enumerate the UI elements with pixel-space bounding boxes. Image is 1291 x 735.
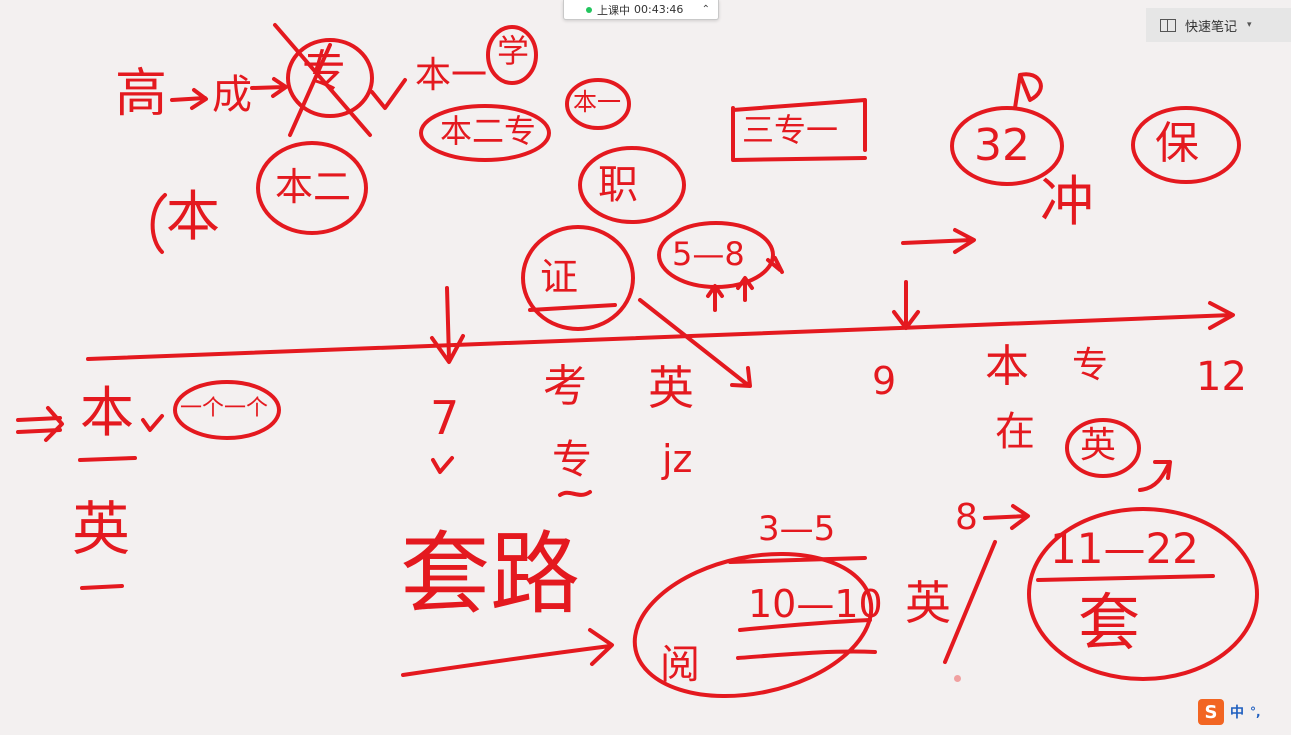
class-status-text: 上课中 [597, 3, 630, 17]
ink-ben-er: 本二 [275, 165, 352, 209]
arrow-8 [983, 504, 1030, 530]
ink-zhuan-right: 专 [1072, 345, 1109, 386]
cross-out [273, 23, 372, 137]
strike-yue [736, 649, 877, 660]
timeline-line [86, 313, 1234, 361]
ink-zhuan-crossed: 专 [302, 46, 346, 97]
ink-ben-san: 本一 [573, 88, 621, 116]
circle-yue [632, 551, 874, 699]
class-status-bar[interactable]: 上课中 00:43:46 ⌃ [563, 0, 719, 20]
ink-san-zhuan-yi: 三专一 [742, 111, 839, 149]
ink-zheng: 证 [540, 255, 579, 299]
ink-10-10: 10—10 [748, 582, 883, 626]
circle-zhuan [286, 38, 374, 118]
dropdown-caret-icon[interactable]: ▾ [1247, 20, 1252, 30]
ink-ying-left: 英 [72, 495, 131, 563]
ink-11-22: 11—22 [1050, 524, 1199, 573]
ink-zhuan-mid: 专 [552, 437, 592, 483]
arrow-right-mid [901, 228, 976, 254]
circle-zheng [521, 225, 635, 331]
ink-num-9: 9 [872, 359, 897, 403]
ime-mode[interactable]: 中 [1230, 705, 1244, 721]
ink-gao: 高 [115, 64, 168, 124]
up-arrows [706, 256, 784, 312]
pen-cursor [954, 675, 961, 682]
arrow-left-indicator [16, 406, 64, 442]
ink-yue: 阅 [660, 642, 700, 688]
ink-zai: 在 [995, 409, 1035, 455]
ink-5-8: 5—8 [672, 235, 745, 273]
ime-punctuation[interactable]: °, [1250, 705, 1261, 719]
ink-jz-mid: jz [662, 437, 693, 481]
ink-num-7: 7 [430, 391, 460, 445]
box-san-zhuan-yi [731, 98, 867, 162]
book-icon [1160, 18, 1176, 32]
tilde-zhuan [558, 490, 592, 497]
circle-ben-er [256, 141, 368, 235]
ink-bao: 保 [1155, 118, 1199, 169]
underline-zheng [528, 303, 617, 312]
sogou-logo-icon[interactable]: S [1198, 699, 1224, 725]
circle-zhi [578, 146, 686, 224]
arrow-gao-cheng [170, 88, 208, 110]
ink-ben-mark-left: 本 [166, 185, 220, 248]
circle-bao [1131, 106, 1241, 184]
circle-ying3 [1065, 418, 1141, 478]
ink-cheng: 成 [212, 72, 252, 118]
ink-kao: 考 [543, 361, 587, 412]
ink-chong: 冲 [1040, 170, 1094, 233]
fraction-bar [1036, 574, 1215, 582]
line-3-5 [728, 556, 867, 564]
circle-xue [486, 25, 538, 85]
ink-32: 32 [974, 120, 1030, 171]
arrow-to-range [1138, 460, 1172, 492]
check-mark [370, 78, 407, 110]
arrow-tao-lu [401, 628, 614, 677]
arrow-cheng-zhuan [250, 77, 288, 98]
ink-tao: 套 [1078, 586, 1141, 659]
timeline-arrowhead [1208, 301, 1235, 330]
bracket-left [150, 193, 167, 254]
ink-ying-mid: 英 [648, 361, 694, 415]
ink-ge-yi-ge: 一个一个 [180, 396, 269, 421]
ink-xue: 学 [497, 32, 530, 70]
quick-notes-button[interactable]: 快速笔记 ▾ [1146, 8, 1291, 42]
ink-ying-right: 英 [1080, 425, 1117, 466]
ink-ben-left: 本 [80, 381, 134, 444]
quick-notes-label: 快速笔记 [1185, 19, 1238, 35]
ink-num-8: 8 [955, 497, 978, 538]
circle-32 [950, 106, 1064, 186]
flag-32 [1013, 72, 1043, 110]
circle-ben-er-zhuan [419, 104, 551, 162]
ink-3-5: 3—5 [758, 509, 836, 549]
circle-ge [173, 380, 281, 440]
live-indicator-icon [586, 6, 592, 13]
arrow-to-kao [638, 298, 752, 388]
down-arrow-9 [892, 280, 920, 330]
down-arrow-7 [430, 286, 465, 364]
ink-tao-lu: 套路 [400, 522, 580, 627]
chevron-up-icon[interactable]: ⌃ [701, 4, 710, 15]
slash-divider [943, 540, 997, 664]
circle-range [1027, 507, 1259, 681]
ink-ben-er-zhuan: 本二专 [440, 112, 537, 150]
check-small [141, 414, 164, 432]
underline-ying [80, 584, 124, 590]
class-timer: 00:43:46 [634, 3, 684, 16]
underline-10 [738, 618, 872, 632]
tick-7 [431, 456, 454, 474]
ime-toolbar[interactable]: S 中 °, [1198, 697, 1291, 727]
ink-zhi: 职 [598, 162, 638, 208]
ink-num-12: 12 [1196, 354, 1247, 400]
ink-ying-lower: 英 [905, 576, 951, 630]
ink-ben-yi: 本一 [415, 55, 488, 96]
ink-ben-right: 本 [985, 341, 1029, 392]
underline-ben [78, 456, 137, 462]
circle-ben-san [565, 78, 631, 130]
